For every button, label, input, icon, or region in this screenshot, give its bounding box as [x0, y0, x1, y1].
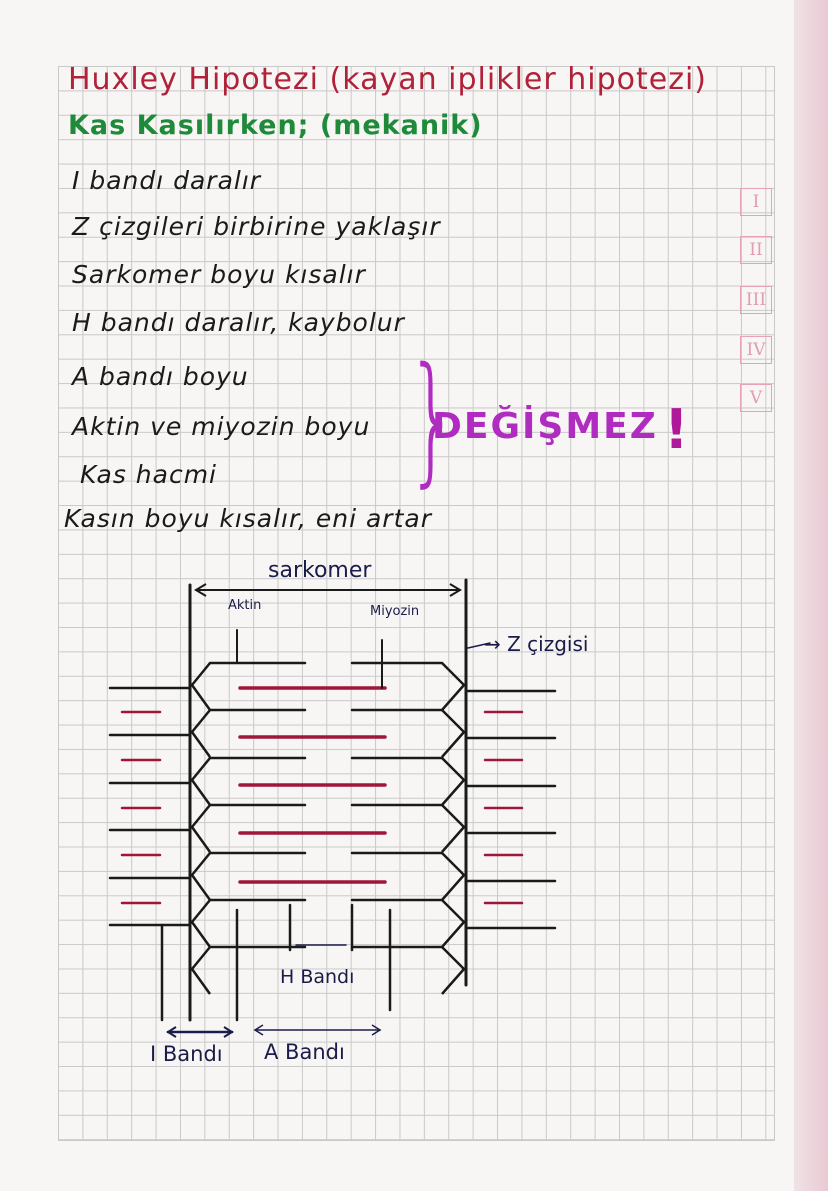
- z-disc-zigzag: [190, 899, 212, 948]
- page-title: Huxley Hipotezi (kayan iplikler hipotezi…: [68, 62, 707, 97]
- arrow-head: [449, 583, 462, 597]
- unchanged-label: DEĞİŞMEZ: [432, 406, 658, 447]
- arrow-head: [166, 1026, 177, 1038]
- z-disc-zigzag: [441, 757, 466, 806]
- note-line: Aktin ve miyozin boyu: [72, 412, 371, 441]
- z-line-label: → Z çizgisi: [484, 632, 589, 656]
- arrow-head: [194, 583, 207, 597]
- margin-numeral: I: [740, 188, 772, 216]
- note-line: Sarkomer boyu kısalır: [72, 260, 366, 289]
- brace: }: [406, 338, 461, 501]
- margin-numeral: III: [740, 286, 772, 314]
- margin-numeral: V: [740, 384, 772, 412]
- note-line: I bandı daralır: [72, 166, 262, 195]
- z-disc-zigzag: [441, 662, 466, 711]
- z-line-pointer: [467, 642, 491, 649]
- exclamation-mark: !: [664, 398, 690, 461]
- z-disc-zigzag: [190, 804, 212, 853]
- note-line: H bandı daralır, kaybolur: [72, 308, 405, 337]
- z-disc-zigzag: [441, 899, 466, 948]
- note-line: A bandı boyu: [72, 362, 249, 391]
- margin-numeral: IV: [740, 336, 772, 364]
- note-line: Kasın boyu kısalır, eni artar: [64, 504, 432, 533]
- a-band-label: A Bandı: [264, 1040, 345, 1064]
- z-disc-zigzag: [441, 709, 466, 758]
- z-disc-zigzag: [190, 709, 212, 758]
- i-band-label: I Bandı: [150, 1042, 223, 1066]
- z-disc-zigzag: [441, 946, 466, 995]
- z-disc-zigzag: [190, 852, 212, 901]
- z-disc-zigzag: [441, 852, 466, 901]
- note-line: Z çizgileri birbirine yaklaşır: [72, 212, 441, 241]
- z-disc-zigzag: [441, 804, 466, 853]
- sarkomer-label: sarkomer: [268, 558, 372, 583]
- z-disc-zigzag: [190, 757, 212, 806]
- section-heading: Kas Kasılırken; (mekanik): [68, 110, 483, 141]
- arrow-head: [223, 1026, 234, 1038]
- aktin-label: Aktin: [228, 598, 262, 613]
- graph-paper-grid: [58, 66, 775, 1141]
- z-disc-zigzag: [190, 946, 212, 995]
- h-band-label: H Bandı: [280, 966, 355, 988]
- margin-numeral: II: [740, 236, 772, 264]
- z-disc-zigzag: [190, 662, 212, 711]
- miyozin-label: Miyozin: [370, 604, 420, 619]
- page-edge: [794, 0, 828, 1191]
- note-line: Kas hacmi: [80, 460, 218, 489]
- arrow-head: [253, 1024, 264, 1036]
- arrow-head: [371, 1024, 382, 1036]
